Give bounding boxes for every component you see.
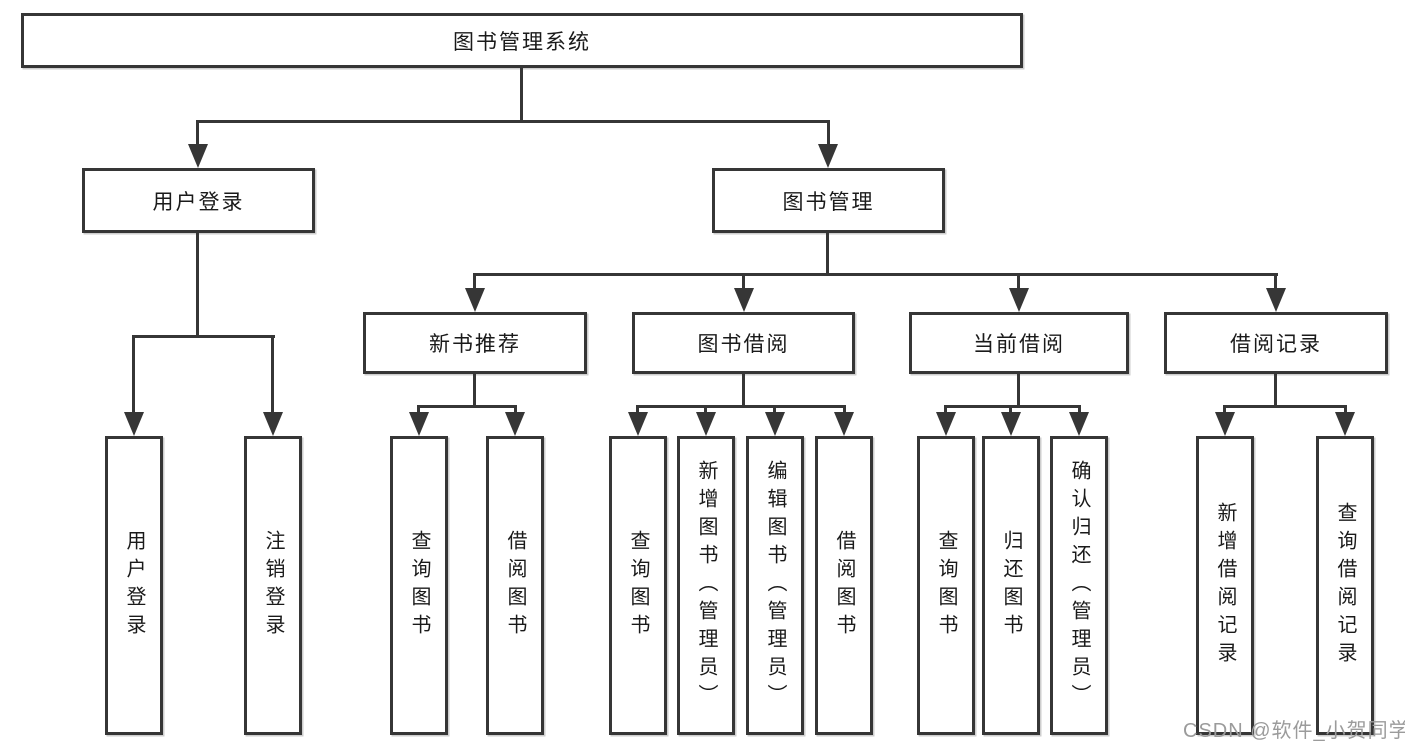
leaf-borrow-books-recommend: 借阅图书 <box>486 436 544 735</box>
node-new-book-recommend: 新书推荐 <box>363 312 587 374</box>
node-user-login-label: 用户登录 <box>152 190 245 214</box>
connector-root-trunk <box>520 67 523 120</box>
arrowhead-leaf-user-login-icon <box>124 412 144 436</box>
leaf-query-books-borrow: 查询图书 <box>609 436 667 735</box>
connector-stem-cb-query <box>944 405 947 414</box>
leaf-add-books-admin: 新增图书（管理员） <box>677 436 735 735</box>
arrowhead-bb-borrow-icon <box>834 412 854 436</box>
leaf-borrow-books: 借阅图书 <box>815 436 873 735</box>
connector-borrow-records-bus <box>1223 405 1347 408</box>
connector-book-borrow-trunk <box>742 374 745 405</box>
connector-stem-bb-query <box>636 405 639 414</box>
connector-stem-current-borrow <box>1017 273 1020 290</box>
arrowhead-br-query-icon <box>1335 412 1355 436</box>
arrowhead-new-book-icon <box>465 288 485 312</box>
connector-user-login-trunk <box>196 233 199 335</box>
connector-new-book-bus <box>417 405 517 408</box>
leaf-add-borrow-record: 新增借阅记录 <box>1196 436 1254 735</box>
leaf-confirm-return-admin: 确认归还（管理员） <box>1050 436 1108 735</box>
node-new-book-recommend-label: 新书推荐 <box>429 333 521 356</box>
node-current-borrow: 当前借阅 <box>909 312 1129 374</box>
connector-stem-bb-borrow <box>843 405 846 414</box>
connector-stem-cb-return <box>1009 405 1012 414</box>
connector-stem-bb-add <box>704 405 707 414</box>
arrowhead-leaf-logout-icon <box>263 412 283 436</box>
arrowhead-bb-edit-icon <box>765 412 785 436</box>
arrowhead-book-management-icon <box>818 144 838 168</box>
leaf-logout-login: 注销登录 <box>244 436 302 735</box>
node-borrow-records: 借阅记录 <box>1164 312 1388 374</box>
node-book-management-label: 图书管理 <box>782 190 875 214</box>
node-book-management: 图书管理 <box>712 168 945 233</box>
leaf-query-books-current: 查询图书 <box>917 436 975 735</box>
leaf-query-books-recommend: 查询图书 <box>390 436 448 735</box>
leaf-return-books: 归还图书 <box>982 436 1040 735</box>
arrowhead-cb-query-icon <box>936 412 956 436</box>
arrowhead-cb-confirm-icon <box>1069 412 1089 436</box>
connector-stem-bb-edit <box>773 405 776 414</box>
node-current-borrow-label: 当前借阅 <box>973 333 1065 356</box>
connector-book-management-trunk <box>826 233 829 273</box>
connector-stem-leaf-user-login <box>132 335 135 412</box>
connector-level3-bus <box>473 273 1278 276</box>
connector-stem-leaf-logout <box>271 335 274 412</box>
node-user-login: 用户登录 <box>82 168 315 233</box>
arrowhead-book-borrow-icon <box>734 288 754 312</box>
connector-borrow-records-trunk <box>1274 374 1277 405</box>
arrowhead-nb-borrow-icon <box>505 412 525 436</box>
connector-current-borrow-trunk <box>1017 374 1020 405</box>
connector-stem-br-query <box>1344 405 1347 414</box>
connector-stem-book-borrow <box>742 273 745 290</box>
node-library-system-label: 图书管理系统 <box>453 30 591 54</box>
arrowhead-br-add-icon <box>1215 412 1235 436</box>
csdn-watermark: CSDN @软件_小贺同学 <box>1183 720 1405 742</box>
connector-stem-cb-confirm <box>1078 405 1081 414</box>
connector-user-login-bus <box>132 335 275 338</box>
leaf-user-login: 用户登录 <box>105 436 163 735</box>
connector-stem-nb-borrow <box>514 405 517 414</box>
arrowhead-user-login-icon <box>188 144 208 168</box>
arrowhead-nb-query-icon <box>409 412 429 436</box>
connector-root-bus <box>196 120 830 123</box>
node-library-system: 图书管理系统 <box>21 13 1023 68</box>
connector-stem-new-book <box>473 273 476 290</box>
node-book-borrow-label: 图书借阅 <box>697 333 790 356</box>
connector-stem-borrow-records <box>1274 273 1277 290</box>
node-borrow-records-label: 借阅记录 <box>1230 333 1322 356</box>
leaf-edit-books-admin: 编辑图书（管理员） <box>746 436 804 735</box>
arrowhead-cb-return-icon <box>1001 412 1021 436</box>
connector-book-borrow-bus <box>636 405 846 408</box>
node-book-borrow: 图书借阅 <box>632 312 855 374</box>
connector-stem-nb-query <box>417 405 420 414</box>
leaf-query-borrow-record: 查询借阅记录 <box>1316 436 1374 735</box>
connector-new-book-trunk <box>473 374 476 405</box>
arrowhead-current-borrow-icon <box>1009 288 1029 312</box>
connector-stem-book-management <box>827 120 830 146</box>
connector-stem-br-add <box>1223 405 1226 414</box>
connector-stem-user-login <box>196 120 199 146</box>
arrowhead-bb-query-icon <box>628 412 648 436</box>
arrowhead-borrow-records-icon <box>1266 288 1286 312</box>
arrowhead-bb-add-icon <box>696 412 716 436</box>
connector-current-borrow-bus <box>944 405 1081 408</box>
